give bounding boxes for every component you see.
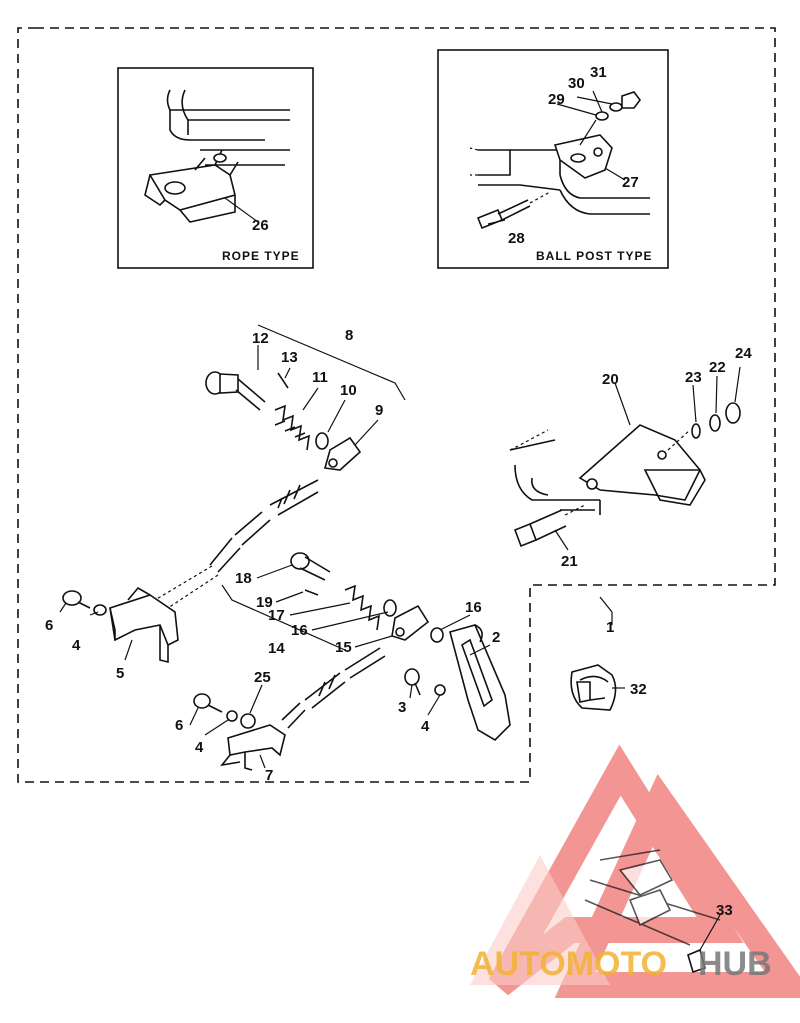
part-33 — [687, 948, 706, 974]
washer-22 — [709, 414, 721, 432]
kit-boundary-dashed — [17, 27, 776, 783]
callout-26: 26 — [252, 217, 269, 234]
washer-16a — [383, 599, 397, 617]
clip-32 — [570, 664, 617, 711]
cable-end-15 — [391, 604, 430, 641]
rope-type-bracket-drawing — [144, 89, 290, 223]
callout-25: 25 — [254, 669, 271, 686]
callout-19: 19 — [256, 594, 273, 611]
watermark-sketch — [584, 849, 721, 946]
leader-lines — [59, 90, 741, 951]
callout-16a: 16 — [291, 622, 308, 639]
callout-33: 33 — [716, 902, 733, 919]
rope-type-inset-box — [117, 67, 314, 269]
callout-4c: 4 — [195, 739, 204, 756]
screw-3 — [404, 668, 421, 696]
pin-12 — [205, 371, 266, 411]
cotter-pin-13 — [277, 372, 289, 389]
washer-25 — [240, 713, 256, 729]
callout-30: 30 — [568, 75, 585, 92]
rope-type-label: ROPE TYPE — [222, 249, 300, 263]
watermark-text: AUTOMOTO HUB — [470, 945, 772, 983]
watermark-text-right: HUB — [698, 945, 772, 983]
nut-24 — [725, 402, 741, 424]
callout-1: 1 — [606, 619, 614, 636]
screw-6-lower — [193, 693, 223, 713]
callout-27: 27 — [622, 174, 639, 191]
callout-6b: 6 — [175, 717, 183, 734]
callout-2: 2 — [492, 629, 500, 646]
bracket-8-grouping — [257, 324, 406, 401]
anchor-bracket-7 — [220, 724, 286, 771]
callout-28: 28 — [508, 230, 525, 247]
callout-18: 18 — [235, 570, 252, 587]
pin-18 — [290, 552, 331, 581]
callout-8: 8 — [345, 327, 353, 344]
callout-13: 13 — [281, 349, 298, 366]
ball-post-bracket-drawing — [469, 91, 650, 230]
cable-anchor-bracket — [509, 424, 706, 515]
cotter-pin-19 — [304, 589, 319, 596]
callout-24: 24 — [735, 345, 752, 362]
callout-32: 32 — [630, 681, 647, 698]
screw-6-upper — [62, 590, 91, 609]
washer-16b — [430, 627, 444, 643]
callout-22: 22 — [709, 359, 726, 376]
callout-14: 14 — [268, 640, 285, 657]
callout-15: 15 — [335, 639, 352, 656]
lever-2 — [449, 624, 511, 742]
callout-23: 23 — [685, 369, 702, 386]
callout-4b: 4 — [421, 718, 430, 735]
callout-20: 20 — [602, 371, 619, 388]
watermark-logo — [470, 744, 800, 998]
washer-4-mid — [434, 684, 446, 696]
washer-23 — [691, 423, 701, 439]
spring-17 — [344, 584, 380, 631]
washer-10 — [315, 432, 329, 450]
callout-21: 21 — [561, 553, 578, 570]
callout-5: 5 — [116, 665, 124, 682]
callout-numbers: 26 31 30 29 27 28 12 13 8 11 10 9 20 23 … — [45, 64, 752, 919]
spring-11 — [274, 404, 310, 451]
cable-end-9 — [323, 436, 362, 471]
callout-17: 17 — [268, 607, 285, 624]
washer-4-lower — [226, 710, 238, 722]
callout-3: 3 — [398, 699, 406, 716]
callout-16b: 16 — [465, 599, 482, 616]
group-14-bracket — [221, 584, 346, 651]
screw-21 — [513, 504, 586, 548]
callout-7: 7 — [265, 767, 273, 784]
anchor-bracket-5 — [109, 586, 179, 664]
callout-6a: 6 — [45, 617, 53, 634]
callout-31: 31 — [590, 64, 607, 81]
ball-post-type-inset-box — [437, 49, 669, 269]
callout-4a: 4 — [72, 637, 81, 654]
cable-upper — [154, 479, 319, 611]
callout-9: 9 — [375, 402, 383, 419]
callout-12: 12 — [252, 330, 269, 347]
callout-29: 29 — [548, 91, 565, 108]
callout-10: 10 — [340, 382, 357, 399]
cable-lower — [281, 647, 386, 729]
ball-post-type-label: BALL POST TYPE — [536, 249, 652, 263]
callout-11: 11 — [312, 369, 328, 386]
watermark-text-left: AUTOMOTO — [470, 945, 667, 983]
washer-4-upper — [93, 604, 107, 616]
